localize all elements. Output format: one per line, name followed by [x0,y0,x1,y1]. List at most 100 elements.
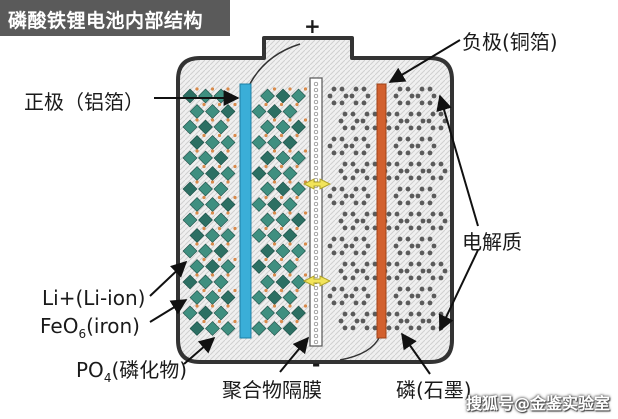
lithium-ion-dot [279,288,284,293]
lithium-ion-dot [295,319,299,324]
separator-pore [313,273,319,279]
graphite-carbon-dot [342,175,348,181]
graphite-carbon-dot [349,143,355,149]
graphite-carbon-dot [431,193,437,199]
separator-pore [313,255,319,261]
feo6-octahedron [198,150,213,166]
graphite-carbon-dot [353,286,359,292]
graphite-carbon-dot [415,143,421,149]
graphite-carbon-dot [361,200,367,206]
lithium-ion-dot [217,195,222,200]
graphite-carbon-dot [405,100,411,106]
graphite-carbon-dot [386,125,392,131]
feo6-octahedron [291,150,306,166]
graphite-carbon-dot [353,186,359,192]
separator-pore [313,123,319,129]
graphite-carbon-dot [354,168,360,174]
lithium-ion-dot [202,195,206,200]
graphite-carbon-dot [331,200,337,206]
separator-pore [313,291,319,297]
graphite-carbon-dot [405,250,411,256]
graphite-carbon-dot [431,243,437,249]
lithium-ion-dot [217,319,222,324]
label-anode: 负极(铜箔) [462,30,558,54]
graphite-carbon-dot [409,293,415,299]
watermark-text: 搜狐号@金鉴实验室 [465,394,610,413]
lithium-ion-dot [264,164,268,169]
graphite-carbon-dot [409,93,415,99]
graphite-carbon-dot [404,218,410,224]
lithium-ion-dot [303,211,308,215]
graphite-carbon-dot [430,311,436,317]
graphite-carbon-dot [364,311,370,317]
graphite-carbon-dot [393,293,399,299]
feo6-octahedron [198,88,213,104]
graphite-carbon-dot [416,175,422,181]
graphite-carbon-dot [415,293,421,299]
graphite-carbon-dot [405,286,411,292]
separator-pore [313,249,319,255]
graphite-carbon-dot [408,111,414,117]
feo6-octahedron [260,88,275,104]
graphite-carbon-dot [353,200,359,206]
feo6-octahedron [182,212,198,228]
lithium-ion-dot [202,133,206,138]
graphite-carbon-dot [350,175,356,181]
lithium-ion-dot [295,257,299,262]
anode-graphite-lattice [327,86,448,331]
graphite-carbon-dot [430,325,436,331]
graphite-carbon-dot [409,143,415,149]
graphite-carbon-dot [419,86,425,92]
graphite-carbon-dot [386,175,392,181]
separator-pore [313,87,319,93]
feo6-octahedron [213,119,229,135]
graphite-carbon-dot [416,311,422,317]
lithium-ion-dot [195,273,199,277]
graphite-carbon-dot [353,136,359,142]
graphite-carbon-dot [364,225,370,231]
graphite-carbon-dot [427,150,433,156]
separator-pore [313,117,319,123]
lithium-ion-dot [272,87,277,91]
leader-po4 [183,336,216,365]
separator-pore [313,153,319,159]
graphite-carbon-dot [365,293,371,299]
cathode-aluminum-foil [239,83,252,339]
graphite-carbon-dot [430,111,436,117]
graphite-carbon-dot [415,193,421,199]
graphite-carbon-dot [350,161,356,167]
graphite-carbon-dot [438,225,444,231]
lithium-ion-dot [210,273,215,277]
lithium-ion-dot [195,242,199,246]
feo6-subscript: 6 [78,327,87,341]
graphite-carbon-dot [430,175,436,181]
cathode-lifepo4-crystal [182,87,308,336]
leader-feo6 [149,299,188,323]
graphite-carbon-dot [419,150,425,156]
graphite-carbon-dot [408,311,414,317]
graphite-carbon-dot [431,143,437,149]
separator-pore [313,261,319,267]
graphite-carbon-dot [361,300,367,306]
graphite-carbon-dot [331,100,337,106]
lithium-ion-dot [303,87,308,91]
graphite-carbon-dot [365,243,371,249]
graphite-carbon-dot [397,186,403,192]
feo6-octahedron [182,274,198,290]
graphite-carbon-dot [343,193,349,199]
graphite-carbon-dot [426,318,432,324]
graphite-carbon-dot [343,293,349,299]
graphite-carbon-dot [342,261,348,267]
feo6-octahedron [291,243,306,259]
graphite-carbon-dot [353,86,359,92]
graphite-carbon-dot [431,93,437,99]
lithium-ion-dot [288,304,292,308]
lithium-ion-dot [279,164,284,169]
graphite-carbon-dot [372,261,378,267]
graphite-carbon-dot [342,211,348,217]
lithium-ion-dot [202,164,206,169]
graphite-carbon-dot [361,186,367,192]
graphite-carbon-dot [408,225,414,231]
separator-pore [313,141,319,147]
graphite-carbon-dot [331,136,337,142]
